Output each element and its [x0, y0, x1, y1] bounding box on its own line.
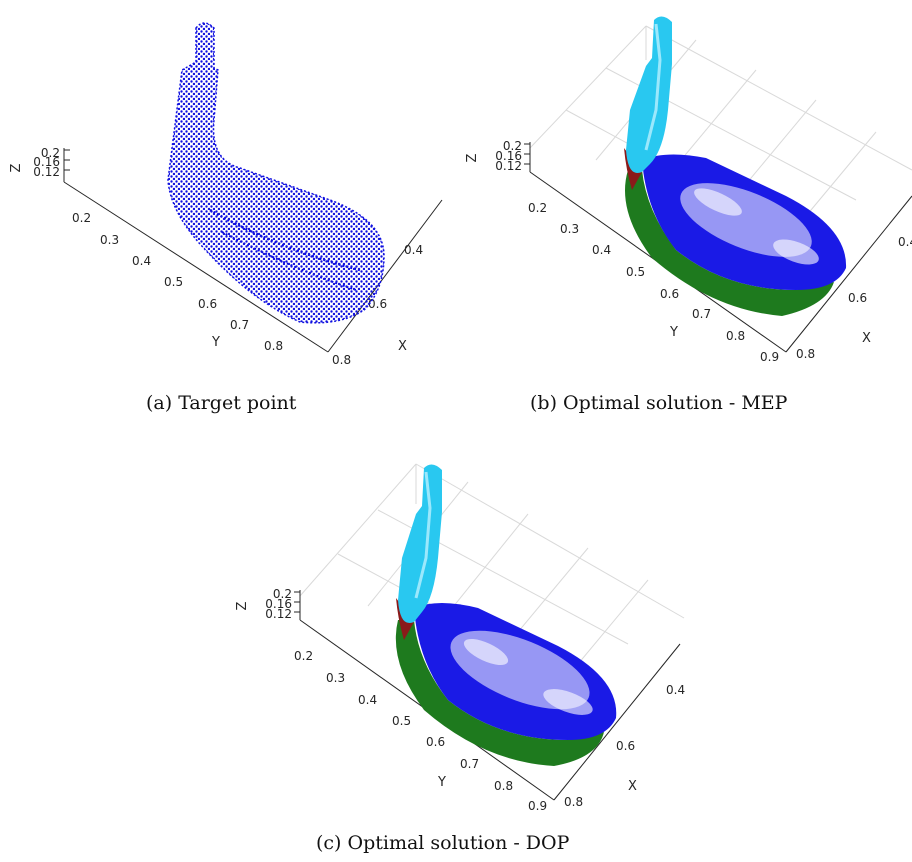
y-tick-label: 0.4 — [592, 243, 611, 257]
x-tick-label: 0.4 — [404, 243, 423, 257]
x-tick-label: 0.8 — [796, 347, 815, 361]
club-surface — [395, 464, 617, 766]
z-tick-label: 0.12 — [495, 159, 522, 173]
z-tick-label: 0.16 — [33, 155, 60, 169]
y-tick-label: 0.8 — [726, 329, 745, 343]
y-tick-label: 0.3 — [560, 222, 579, 236]
panel-b-plot: 0.2 0.16 0.12 Z 0.2 0.3 0.4 0.5 0.6 0.7 … — [465, 16, 912, 364]
x-tick-label: 0.8 — [332, 353, 351, 367]
y-tick-label: 0.7 — [230, 318, 249, 332]
x-axis-label: X — [628, 779, 637, 794]
z-axis-label: Z — [235, 601, 250, 610]
y-tick-label: 0.5 — [626, 265, 645, 279]
x-axis: 0.4 0.6 0.8 X — [785, 195, 912, 361]
y-tick-label: 0.2 — [294, 649, 313, 663]
panel-a: 0.2 0.16 0.12 Z 0.2 0.3 0.4 0.5 0.6 0.7 … — [0, 0, 456, 380]
caption-c: (c) Optimal solution - DOP — [316, 832, 570, 854]
z-tick-label: 0.12 — [265, 607, 292, 621]
y-axis-label: Y — [669, 325, 678, 340]
caption-b: (b) Optimal solution - MEP — [530, 392, 788, 414]
y-tick-label: 0.4 — [132, 254, 151, 268]
y-axis: 0.2 0.3 0.4 0.5 0.6 0.7 0.8 0.9 Y — [528, 171, 787, 364]
panel-a-plot: 0.2 0.16 0.12 Z 0.2 0.3 0.4 0.5 0.6 0.7 … — [9, 22, 443, 367]
club-surface — [624, 16, 847, 316]
z-tick-label: 0.12 — [33, 165, 60, 179]
x-tick-label: 0.4 — [666, 683, 685, 697]
x-axis-label: X — [398, 339, 407, 354]
z-tick-label: 0.2 — [503, 139, 522, 153]
x-tick-label: 0.4 — [898, 235, 912, 249]
y-tick-label: 0.6 — [198, 297, 217, 311]
z-axis: 0.2 0.16 0.12 Z — [235, 587, 301, 621]
x-axis-label: X — [862, 331, 871, 346]
z-axis: 0.2 0.16 0.12 Z — [9, 146, 70, 182]
y-tick-label: 0.6 — [426, 735, 445, 749]
y-tick-label: 0.5 — [392, 714, 411, 728]
y-tick-label: 0.2 — [528, 201, 547, 215]
z-axis-label: Z — [9, 163, 24, 172]
z-tick-label: 0.16 — [495, 149, 522, 163]
y-tick-label: 0.7 — [460, 757, 479, 771]
y-tick-label: 0.6 — [660, 287, 679, 301]
x-tick-label: 0.6 — [368, 297, 387, 311]
y-axis-label: Y — [211, 335, 220, 350]
z-axis-label: Z — [465, 153, 480, 162]
x-tick-label: 0.6 — [616, 739, 635, 753]
x-tick-label: 0.8 — [564, 795, 583, 809]
point-cloud — [167, 22, 385, 324]
y-axis-label: Y — [437, 775, 446, 790]
y-axis: 0.2 0.3 0.4 0.5 0.6 0.7 0.8 Y — [63, 181, 329, 353]
y-tick-label: 0.8 — [494, 779, 513, 793]
caption-a: (a) Target point — [146, 392, 297, 414]
y-tick-label: 0.4 — [358, 693, 377, 707]
z-tick-label: 0.2 — [273, 587, 292, 601]
y-tick-label: 0.9 — [760, 350, 779, 364]
x-tick-label: 0.6 — [848, 291, 867, 305]
y-tick-label: 0.9 — [528, 799, 547, 813]
y-tick-label: 0.7 — [692, 307, 711, 321]
y-tick-label: 0.3 — [100, 233, 119, 247]
y-tick-label: 0.5 — [164, 275, 183, 289]
panel-c: 0.2 0.16 0.12 Z 0.2 0.3 0.4 0.5 0.6 0.7 … — [228, 448, 685, 818]
panel-b: 0.2 0.16 0.12 Z 0.2 0.3 0.4 0.5 0.6 0.7 … — [456, 0, 912, 380]
y-tick-label: 0.2 — [72, 211, 91, 225]
panel-c-plot: 0.2 0.16 0.12 Z 0.2 0.3 0.4 0.5 0.6 0.7 … — [235, 463, 685, 813]
y-tick-label: 0.3 — [326, 671, 345, 685]
z-tick-label: 0.16 — [265, 597, 292, 611]
z-tick-label: 0.2 — [41, 146, 60, 160]
z-axis: 0.2 0.16 0.12 Z — [465, 139, 531, 173]
x-axis: 0.4 0.6 0.8 X — [553, 643, 685, 809]
y-tick-label: 0.8 — [264, 339, 283, 353]
x-axis: 0.4 0.6 0.8 X — [327, 199, 443, 367]
